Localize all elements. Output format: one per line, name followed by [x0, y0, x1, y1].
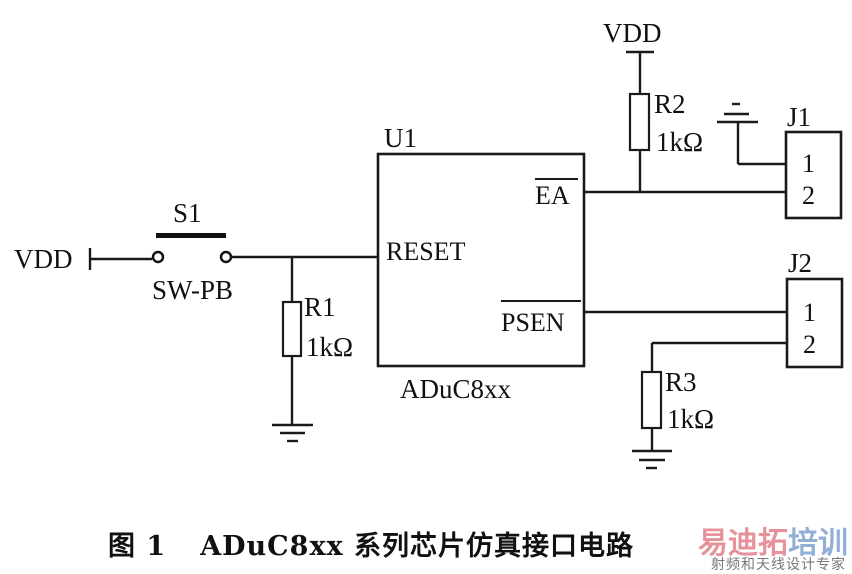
u1-body [376, 152, 586, 368]
vdd-top-label: VDD [603, 18, 662, 48]
ground-icon [632, 449, 672, 470]
j1-body [784, 130, 843, 220]
j1-ref: J1 [787, 102, 811, 132]
switch-actuator [156, 233, 226, 238]
figure-title: ADuC8xx 系列芯片仿真接口电路 [200, 531, 635, 562]
u1-part: ADuC8xx [400, 374, 512, 404]
figure-caption: 图 1 ADuC8xx 系列芯片仿真接口电路 [108, 524, 634, 563]
s1-value: SW-PB [152, 275, 233, 305]
switch-contact-right [219, 250, 233, 264]
j2-ref: J2 [788, 248, 812, 278]
pin-ea: EA [535, 181, 570, 210]
connector-j1: J1 1 2 [717, 102, 843, 220]
resistor-r1: R1 1kΩ [272, 257, 353, 443]
j2-pin2: 2 [803, 330, 816, 359]
r1-body [281, 300, 303, 358]
r2-ref: R2 [654, 89, 686, 119]
switch-contact-left [151, 250, 165, 264]
r3-ref: R3 [665, 367, 697, 397]
watermark-brand-red: 易迪拓 [698, 526, 788, 561]
ground-icon [272, 423, 313, 443]
r1-ref: R1 [304, 292, 336, 322]
watermark-brand: 易迪拓培训 [698, 518, 848, 562]
watermark-brand-blue: 培训 [788, 526, 848, 561]
connector-j2: J2 1 2 [785, 248, 844, 369]
pin-reset: RESET [386, 237, 466, 266]
watermark-tagline: 射频和天线设计专家 [711, 557, 846, 573]
r3-body [640, 370, 663, 430]
figure-number: 图 1 [108, 531, 167, 562]
r2-body [628, 92, 651, 152]
s1-ref: S1 [173, 198, 202, 228]
vdd-left-label: VDD [14, 244, 73, 274]
j2-body [785, 277, 844, 369]
j1-pin1: 1 [802, 149, 815, 178]
ground-icon [717, 102, 758, 124]
u1-ref: U1 [384, 123, 417, 153]
r1-value: 1kΩ [306, 332, 353, 362]
resistor-r2: VDD R2 1kΩ [603, 18, 703, 192]
j2-pin1: 1 [803, 298, 816, 327]
watermark: 易迪拓培训 射频和天线设计专家 [676, 518, 852, 573]
ic-u1: U1 RESET EA PSEN ADuC8xx [376, 123, 586, 404]
switch-s1: S1 SW-PB [151, 198, 233, 305]
resistor-r3: R3 1kΩ [632, 341, 787, 470]
j1-pin2: 2 [802, 181, 815, 210]
pin-psen: PSEN [501, 308, 565, 337]
r3-value: 1kΩ [667, 404, 714, 434]
r2-value: 1kΩ [656, 127, 703, 157]
